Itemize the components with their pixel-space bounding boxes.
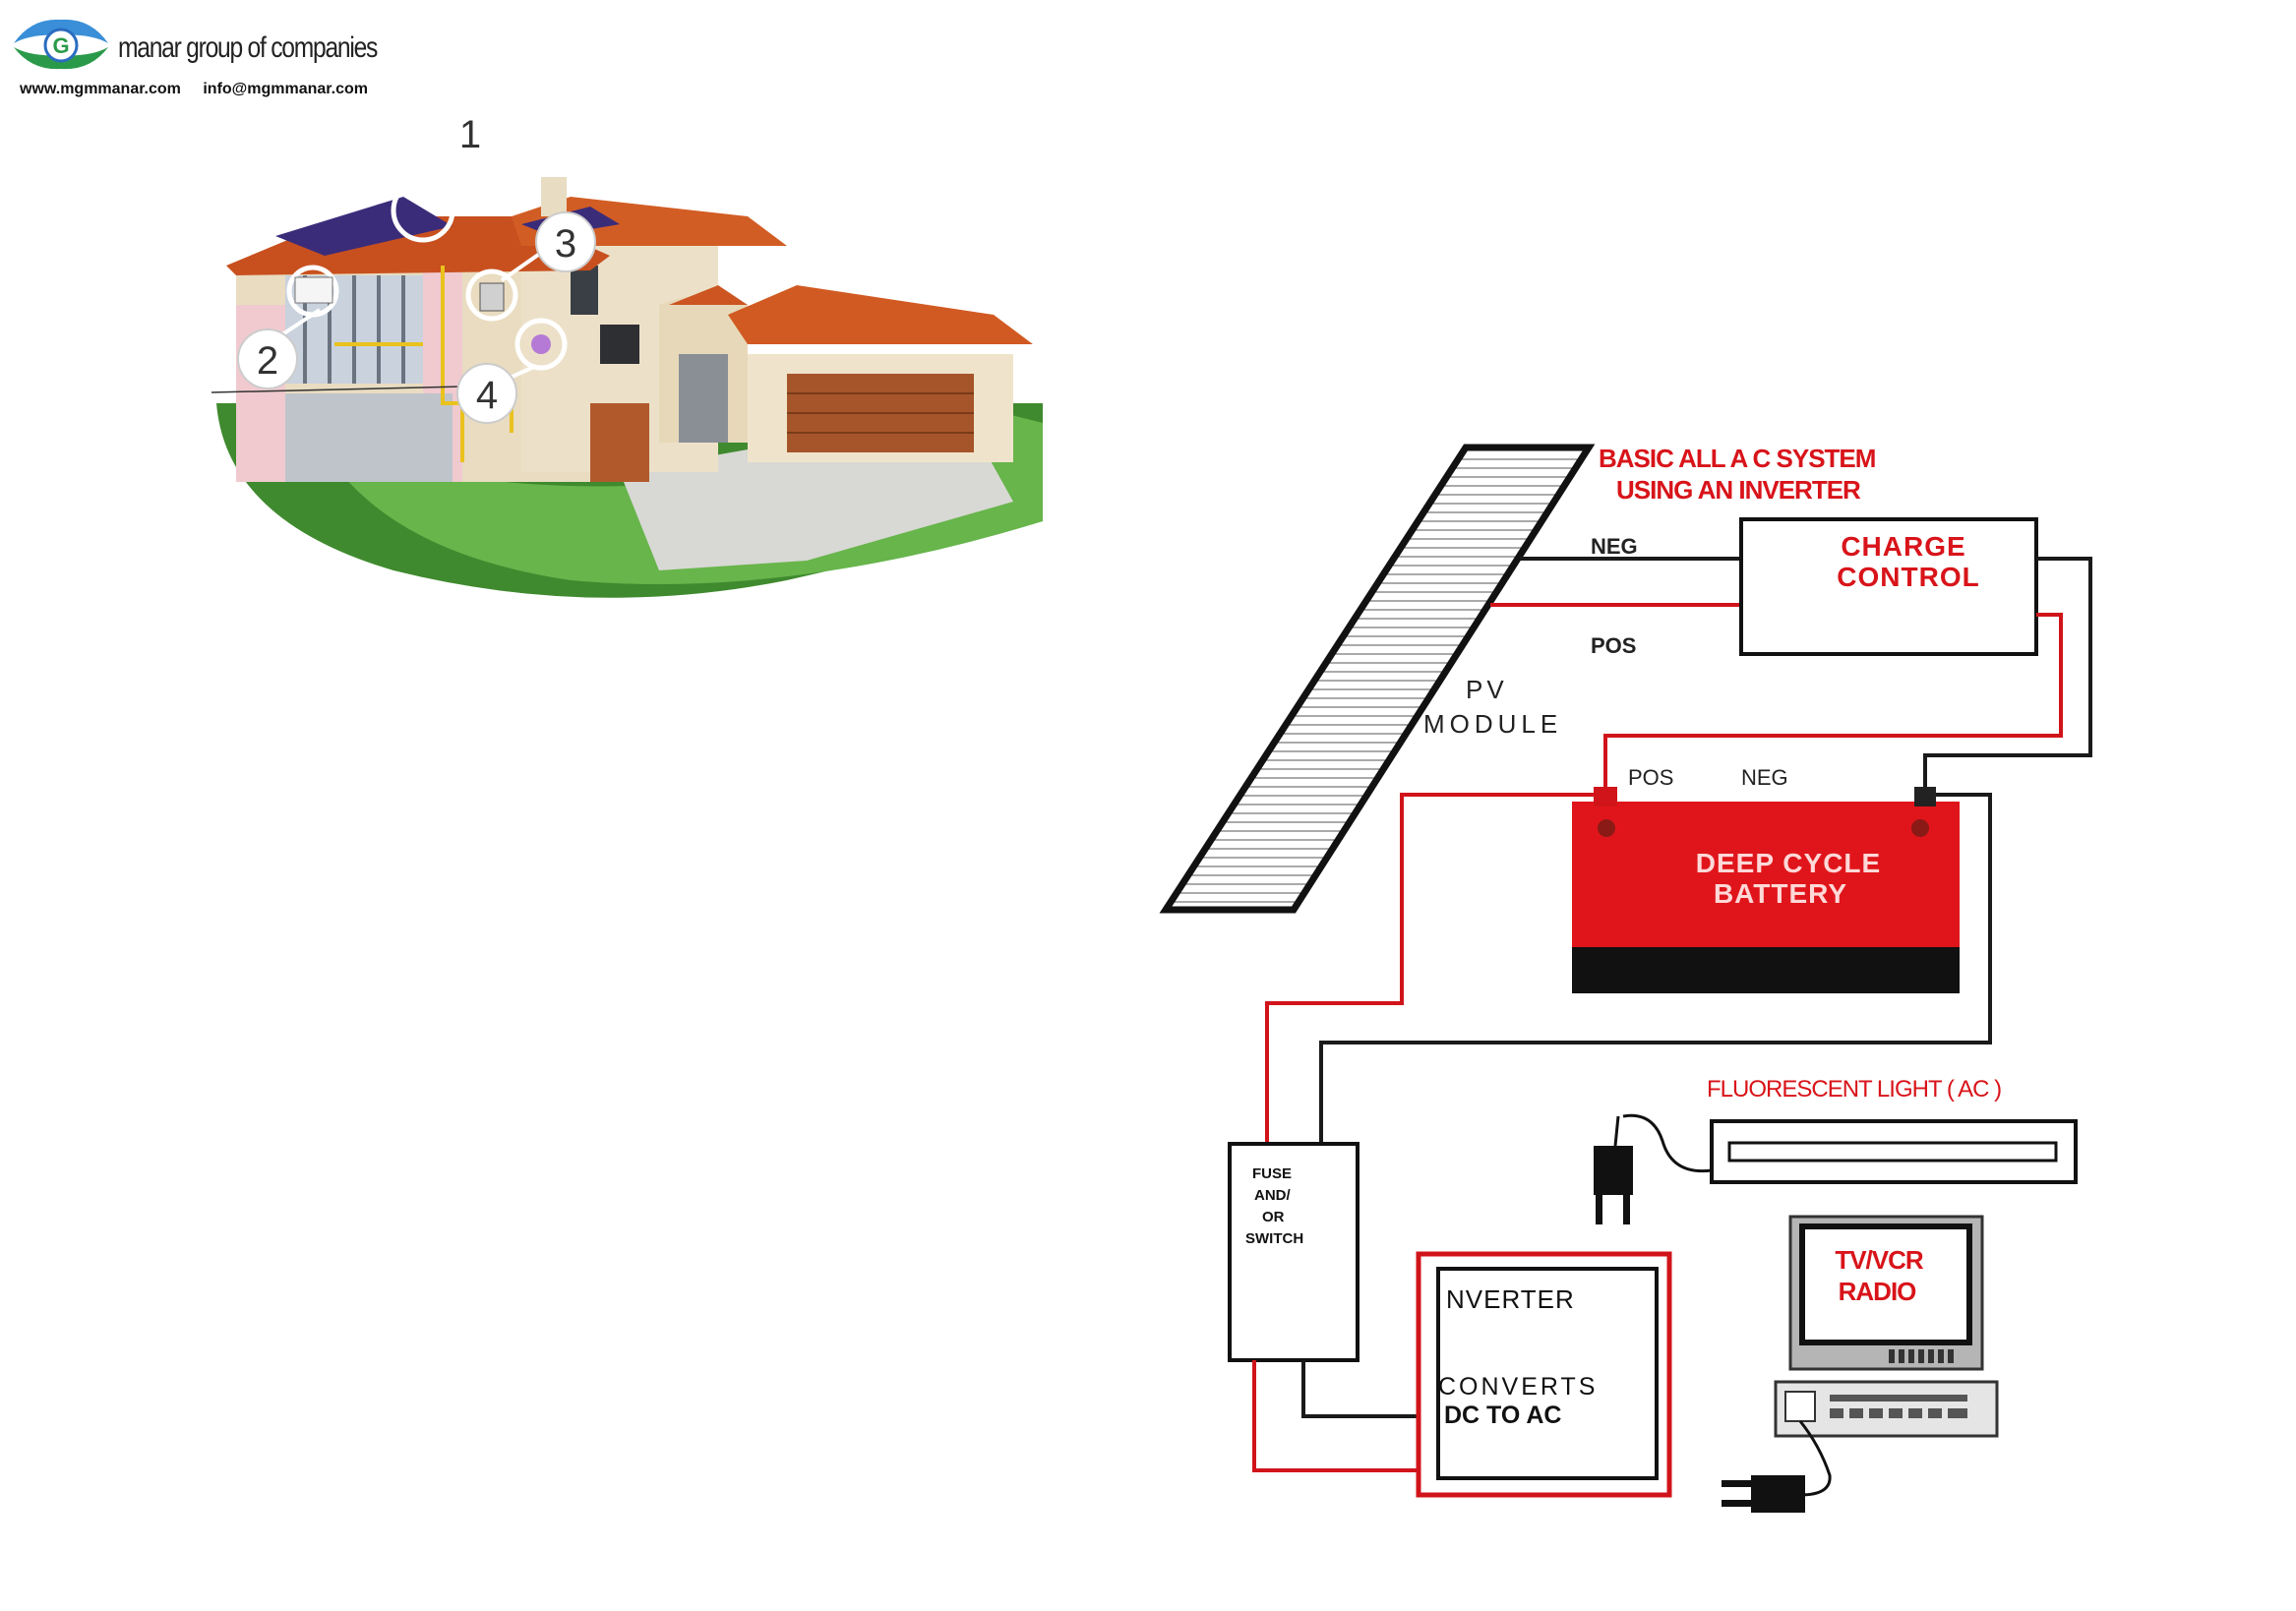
diagram-title-line2: USING AN INVERTER bbox=[1616, 475, 1861, 505]
diagram-title-line1: BASIC ALL A C SYSTEM bbox=[1599, 444, 1875, 473]
plug-light-icon bbox=[1594, 1115, 1633, 1224]
pos-label-top: POS bbox=[1591, 633, 1636, 658]
callout-2: 2 bbox=[237, 308, 322, 389]
plug-tv-icon bbox=[1722, 1475, 1805, 1513]
svg-text:4: 4 bbox=[476, 374, 498, 417]
contact-info: www.mgmmanar.com info@mgmmanar.com bbox=[20, 81, 386, 98]
svg-text:G: G bbox=[52, 33, 69, 58]
house-illustration: 1 2 3 4 bbox=[211, 108, 1043, 598]
pv-label: PV bbox=[1466, 675, 1508, 704]
fuse-label-3: OR bbox=[1262, 1209, 1285, 1225]
company-logo: G bbox=[14, 19, 108, 70]
fuse-box bbox=[1228, 1142, 1359, 1362]
svg-text:1: 1 bbox=[459, 113, 481, 156]
solar-panel bbox=[275, 197, 453, 256]
neg-label-top: NEG bbox=[1591, 534, 1638, 559]
tv-label-2: RADIO bbox=[1839, 1277, 1917, 1306]
wire-fuse-neg bbox=[1301, 1360, 1438, 1418]
wire-cc-neg bbox=[1923, 557, 2092, 795]
vcr-icon bbox=[1774, 1380, 1999, 1438]
email-link[interactable]: info@mgmmanar.com bbox=[203, 81, 368, 97]
inverter-label: NVERTER bbox=[1446, 1284, 1575, 1314]
svg-text:3: 3 bbox=[555, 222, 576, 266]
charge-control-label: CHARGE bbox=[1841, 531, 1965, 562]
fluorescent-label: FLUORESCENT LIGHT ( AC ) bbox=[1707, 1076, 2001, 1103]
inverter bbox=[1436, 1267, 1659, 1480]
module-label: MODULE bbox=[1423, 709, 1562, 739]
battery-label-1: DEEP CYCLE bbox=[1696, 848, 1881, 878]
wire-batt-pos bbox=[1265, 793, 1594, 1144]
callout-3: 3 bbox=[500, 211, 596, 282]
callout-1: 1 bbox=[443, 108, 498, 162]
battery-label-2: BATTERY bbox=[1714, 878, 1847, 909]
callout-4: 4 bbox=[211, 363, 537, 424]
fuse-label-4: SWITCH bbox=[1245, 1230, 1303, 1247]
tv-icon bbox=[1788, 1215, 1984, 1371]
company-name: manar group of companies bbox=[118, 31, 378, 64]
wire-cc-pos bbox=[1603, 613, 2063, 795]
battery-pos-label: POS bbox=[1628, 765, 1673, 790]
website-link[interactable]: www.mgmmanar.com bbox=[20, 81, 181, 97]
svg-text:2: 2 bbox=[257, 339, 278, 383]
inverter-dc-ac-label: DC TO AC bbox=[1444, 1402, 1561, 1429]
inverter-converts-label: CONVERTS bbox=[1438, 1373, 1598, 1401]
wire-batt-neg bbox=[1319, 793, 1992, 1144]
battery-neg-label: NEG bbox=[1741, 765, 1788, 790]
company-header: G manar group of companies www.mgmmanar.… bbox=[12, 14, 425, 102]
charge-control-box bbox=[1739, 517, 2038, 656]
tv-label-1: TV/VCR bbox=[1835, 1245, 1924, 1275]
control-label: CONTROL bbox=[1837, 562, 1979, 592]
callout-ring-1 bbox=[391, 178, 455, 243]
fuse-label-1: FUSE bbox=[1252, 1165, 1292, 1182]
pv-module bbox=[1159, 444, 1596, 914]
wire-fuse-pos bbox=[1252, 1360, 1419, 1472]
fuse-label-2: AND/ bbox=[1254, 1187, 1291, 1204]
